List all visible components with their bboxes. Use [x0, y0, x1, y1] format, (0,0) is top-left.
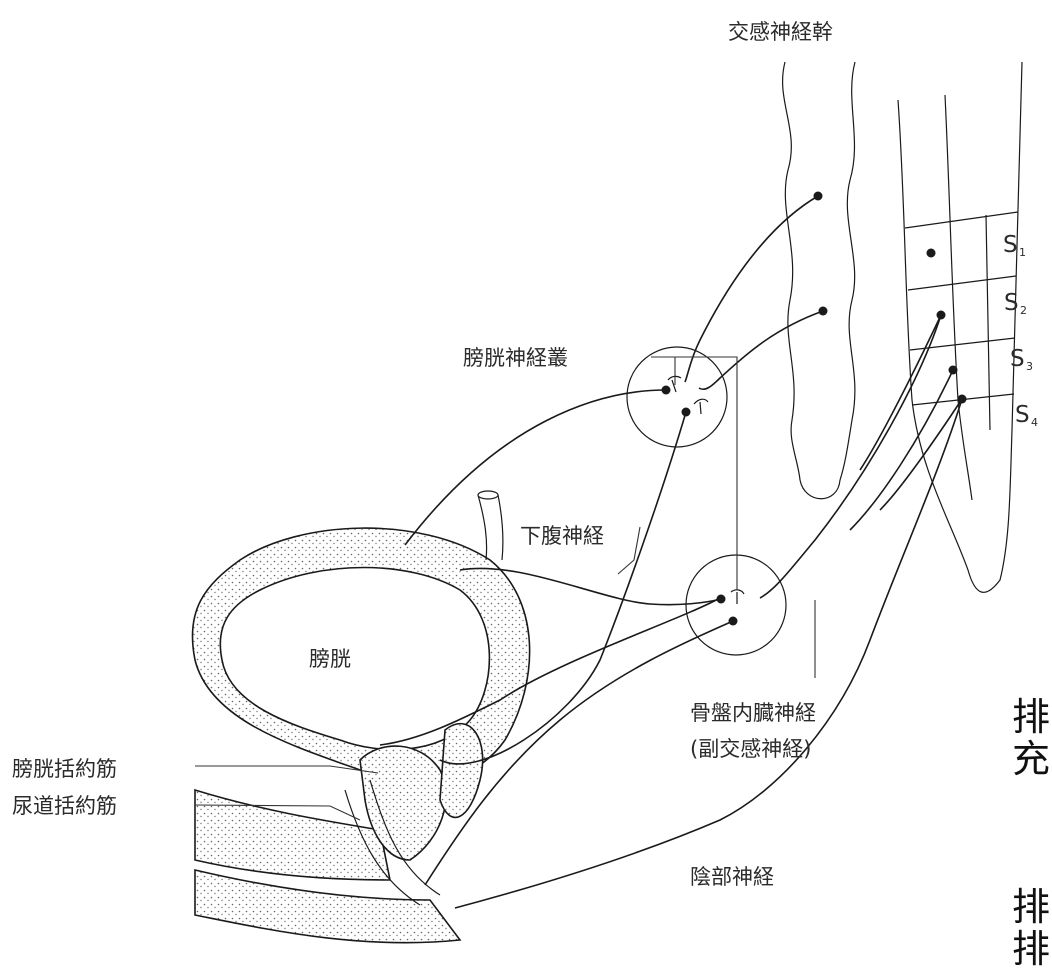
segment-label-s3: S 3 [1010, 346, 1033, 373]
svg-text:S: S [1015, 402, 1030, 428]
svg-text:排: 排 [1012, 885, 1050, 929]
synapse-forks [668, 376, 744, 604]
sympathetic-trunk [783, 62, 855, 499]
svg-text:排: 排 [1012, 927, 1050, 969]
label-pudendal-nerve: 陰部神経 [690, 865, 774, 889]
ureter [478, 491, 503, 560]
svg-text:排: 排 [1012, 695, 1050, 739]
svg-text:S: S [1004, 290, 1019, 316]
label-urethral-sphincter: 尿道括約筋 [12, 794, 117, 818]
label-pelvic-splanchnic-2: (副交感神経) [690, 737, 811, 761]
label-bladder: 膀胱 [309, 647, 351, 671]
sacral-column [898, 62, 1022, 592]
label-hypogastric-nerve: 下腹神経 [520, 524, 604, 548]
cropped-side-text: 排 充 排 排 [1012, 695, 1050, 969]
svg-text:1: 1 [1019, 246, 1026, 259]
svg-text:2: 2 [1020, 304, 1027, 317]
vesical-plexus-circle [627, 347, 727, 447]
svg-text:3: 3 [1026, 360, 1033, 373]
svg-text:4: 4 [1031, 416, 1038, 429]
svg-text:S: S [1003, 232, 1018, 258]
synapse-dots [662, 192, 967, 626]
pelvic-ganglion-circle [686, 555, 786, 655]
label-bladder-sphincter: 膀胱括約筋 [12, 757, 117, 781]
label-sympathetic-trunk: 交感神経幹 [728, 20, 833, 44]
label-vesical-plexus: 膀胱神経叢 [463, 346, 568, 370]
label-pelvic-splanchnic-1: 骨盤内臓神経 [690, 701, 816, 725]
segment-label-s4: S 4 [1015, 402, 1038, 429]
svg-text:S: S [1010, 346, 1025, 372]
svg-text:充: 充 [1012, 737, 1050, 781]
segment-label-s1: S 1 [1003, 232, 1026, 259]
segment-label-s2: S 2 [1004, 290, 1027, 317]
